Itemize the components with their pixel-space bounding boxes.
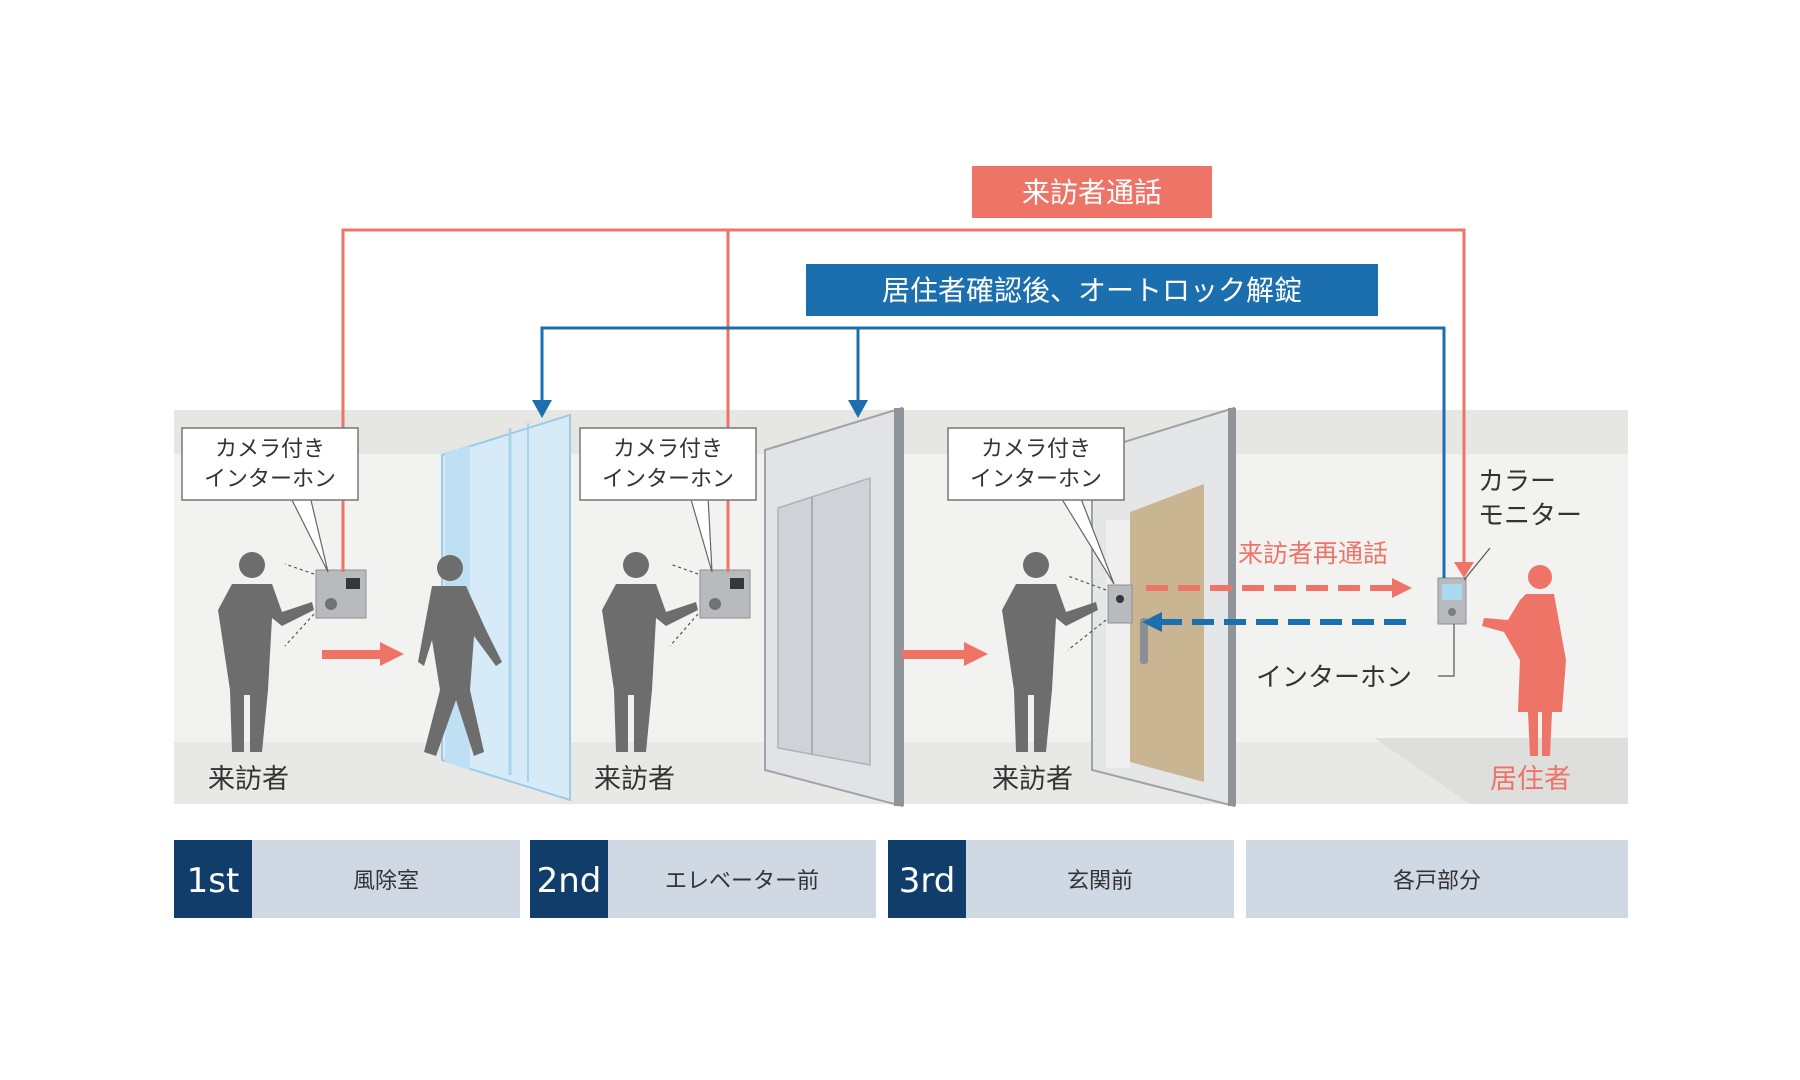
- color-monitor-device: [1438, 578, 1466, 624]
- color-monitor-label-line1: カラー: [1478, 467, 1556, 497]
- intercom-callout-2-line2: インターホン: [602, 467, 734, 492]
- intercom-callout-3-line2: インターホン: [970, 467, 1102, 492]
- step-3rd-label: 玄関前: [1067, 869, 1133, 894]
- step-1st: 1st 風除室: [174, 840, 520, 918]
- intercom-callout-3-line1: カメラ付き: [981, 437, 1091, 462]
- step-3rd: 3rd 玄関前: [888, 840, 1234, 918]
- resident-label: 居住者: [1490, 764, 1571, 795]
- intercom-callout-1-line1: カメラ付き: [215, 437, 325, 462]
- step-3rd-number: 3rd: [899, 861, 956, 901]
- autolock-banner-text: 居住者確認後、オートロック解錠: [882, 274, 1302, 307]
- visitor-call-banner: 来訪者通話: [972, 166, 1212, 218]
- elevator-doors: [765, 408, 904, 806]
- visitor-label-3: 来訪者: [992, 764, 1073, 795]
- step-1st-label: 風除室: [353, 869, 419, 894]
- step-each-unit: 各戸部分: [1246, 840, 1628, 918]
- visitor-recall-label: 来訪者再通話: [1238, 539, 1388, 568]
- intercom-callout-1-line2: インターホン: [204, 467, 336, 492]
- color-monitor-label-line2: モニター: [1478, 501, 1582, 531]
- door-intercom-3: [1108, 585, 1132, 623]
- step-2nd: 2nd エレベーター前: [530, 840, 876, 918]
- intercom-panel-1: [316, 570, 366, 618]
- step-2nd-label: エレベーター前: [665, 869, 819, 894]
- step-2nd-number: 2nd: [537, 861, 602, 901]
- step-each-unit-label: 各戸部分: [1393, 869, 1481, 894]
- visitor-label-1: 来訪者: [208, 764, 289, 795]
- resident-intercom-label: インターホン: [1256, 663, 1412, 693]
- autolock-banner: 居住者確認後、オートロック解錠: [806, 264, 1378, 316]
- visitor-label-2: 来訪者: [594, 764, 675, 795]
- intercom-panel-2: [700, 570, 750, 618]
- intercom-callout-2-line1: カメラ付き: [613, 437, 723, 462]
- step-1st-number: 1st: [187, 861, 240, 901]
- visitor-call-banner-text: 来訪者通話: [1022, 176, 1162, 209]
